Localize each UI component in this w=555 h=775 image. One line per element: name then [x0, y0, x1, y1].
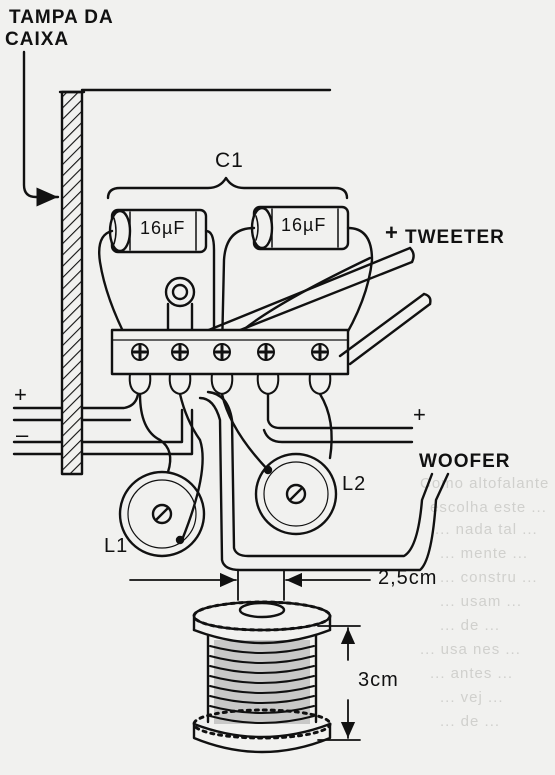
background-text-line: Como altofalante de: [420, 475, 555, 492]
lid-label: TAMPA DA: [9, 7, 114, 28]
dimension-height: [317, 625, 361, 741]
c1-bracket: [106, 176, 349, 200]
coil-l2-label: L2: [342, 473, 367, 495]
ground-lug: [164, 276, 196, 334]
woofer-cable: [198, 390, 450, 572]
tweeter-plus-sign: +: [385, 220, 399, 245]
coil-l1: [118, 392, 206, 558]
woofer-label: WOOFER: [419, 451, 511, 472]
box-lid-wall: [58, 88, 332, 476]
cap1-right-lead: [204, 229, 216, 352]
coil-l2: [220, 392, 338, 536]
background-text-line: ... constru ...: [440, 569, 538, 586]
right-cable: [338, 292, 432, 366]
dimension-height-label: 3cm: [358, 669, 399, 691]
cap1-left-lead: [98, 229, 132, 347]
capacitor-2-value: 16µF: [281, 215, 327, 235]
background-text-line: ... mente ...: [440, 545, 529, 562]
input-minus-sign: –: [16, 422, 30, 447]
dimension-width: [129, 569, 371, 601]
background-text-line: ... antes ...: [430, 665, 514, 682]
tweeter-label: TWEETER: [405, 227, 505, 248]
c1-label: C1: [215, 149, 244, 172]
dimension-width-label: 2,5cm: [378, 567, 438, 589]
terminal-screws: [131, 343, 329, 361]
bobbin: [192, 600, 332, 754]
background-text-line: ... de ...: [440, 617, 501, 634]
lid-pointer-arrow: [22, 50, 60, 207]
lid-label-line2: CAIXA: [5, 29, 70, 50]
cap2-left-lead: [220, 226, 256, 352]
bobbin-windings: [209, 645, 315, 724]
background-text-line: ... de ...: [440, 713, 501, 730]
strip-lugs: [128, 373, 332, 395]
background-text-line: escolha este ...: [430, 499, 547, 516]
input-plus-sign: +: [14, 382, 28, 407]
cap2-right-lead: [338, 226, 374, 347]
woofer-plus-sign: +: [413, 402, 427, 427]
capacitor-1: [108, 208, 208, 254]
background-text-line: ... usam ...: [440, 593, 523, 610]
capacitor-2: [250, 205, 350, 251]
background-text-line: ... nada tal ...: [435, 521, 538, 538]
capacitor-1-value: 16µF: [140, 218, 186, 238]
background-text-line: ... vej ...: [440, 689, 504, 706]
background-text-line: ... usa nes ...: [420, 641, 521, 658]
coil-l1-label: L1: [104, 535, 129, 557]
